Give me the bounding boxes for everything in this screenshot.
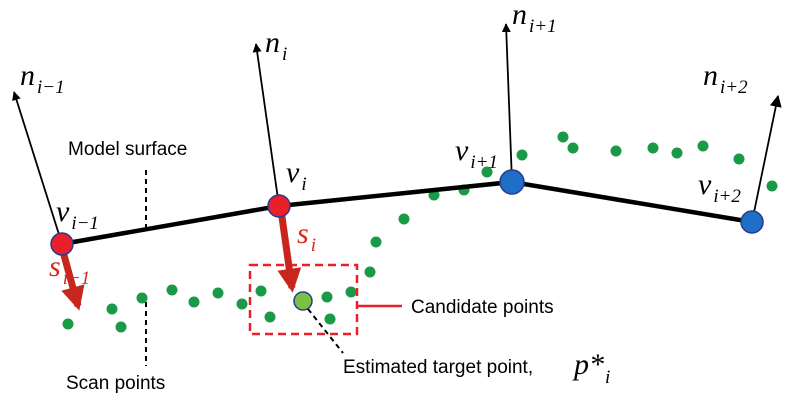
scan-point bbox=[106, 303, 118, 315]
scan-point bbox=[481, 166, 493, 178]
scan-point bbox=[166, 284, 178, 296]
estimated-target-point bbox=[293, 291, 313, 311]
scan-point bbox=[212, 287, 224, 299]
scan-point bbox=[364, 266, 376, 278]
scan-point bbox=[516, 149, 528, 161]
candidate-box bbox=[248, 263, 359, 336]
target-leader-line bbox=[307, 308, 344, 354]
model-surface-label: Model surface bbox=[68, 139, 187, 160]
search-arrow-i-minus-1 bbox=[58, 247, 85, 311]
search-arrow-i bbox=[277, 209, 302, 293]
estimated-target-symbol: p*i bbox=[572, 348, 610, 388]
vertex-i-plus-2 bbox=[740, 210, 764, 234]
scan-point bbox=[345, 286, 357, 298]
scan-point bbox=[115, 321, 127, 333]
scan-points-label: Scan points bbox=[66, 373, 165, 394]
scan-point bbox=[136, 292, 148, 304]
scan-point bbox=[766, 180, 778, 192]
normal-arrow-i bbox=[252, 43, 280, 207]
scan-point bbox=[255, 285, 267, 297]
scan-point bbox=[188, 296, 200, 308]
scan-point bbox=[733, 153, 745, 165]
candidate-points-label: Candidate points bbox=[411, 297, 554, 318]
normal-arrow-i-plus-1 bbox=[501, 23, 513, 183]
vertex-i-plus-1 bbox=[499, 169, 525, 195]
scan-point bbox=[610, 145, 622, 157]
scan-point bbox=[370, 236, 382, 248]
model-surface-line bbox=[61, 179, 753, 247]
scan-point bbox=[62, 318, 74, 330]
scan-point bbox=[557, 131, 569, 143]
scan-point bbox=[697, 140, 709, 152]
scan-point bbox=[567, 142, 579, 154]
vertex-i-minus-1 bbox=[50, 232, 74, 256]
scan-point bbox=[324, 313, 336, 325]
scan-point bbox=[321, 291, 333, 303]
estimated-target-label: Estimated target point, bbox=[343, 357, 533, 378]
vertex-i bbox=[267, 194, 291, 218]
scan-point bbox=[264, 311, 276, 323]
normal-arrow-i-plus-2 bbox=[751, 94, 782, 223]
scan-point bbox=[647, 142, 659, 154]
scan-points bbox=[62, 131, 778, 333]
scan-point bbox=[398, 213, 410, 225]
scan-point bbox=[236, 298, 248, 310]
scan-point bbox=[671, 147, 683, 159]
normal-arrow-i-minus-1 bbox=[12, 91, 63, 245]
